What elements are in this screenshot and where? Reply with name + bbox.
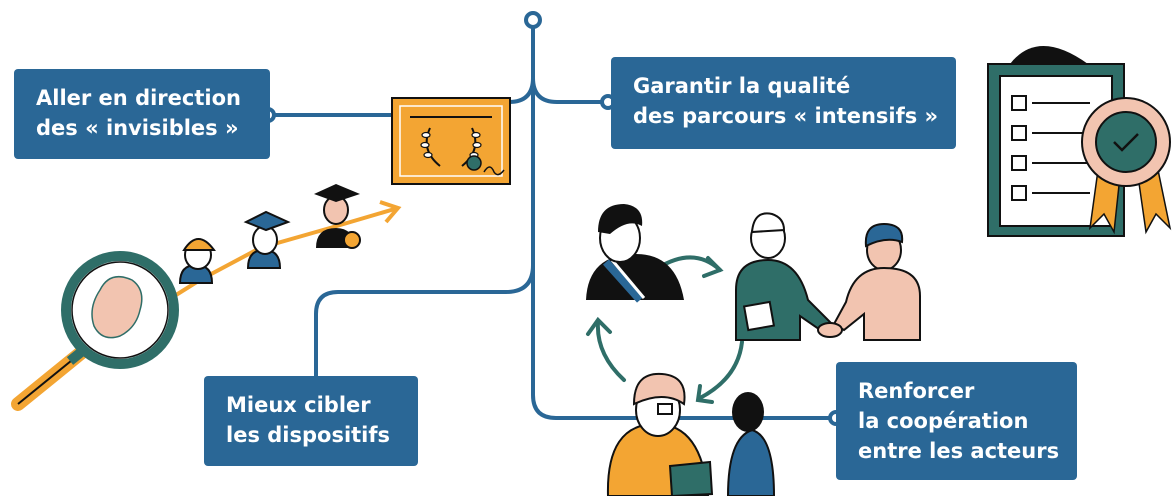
label-box-invisibles: Aller en direction des « invisibles » [14,69,270,159]
checklist-award-icon [987,46,1172,237]
label-line: des parcours « intensifs » [633,104,939,128]
label-line: des « invisibles » [36,116,239,140]
label-line: la coopération [858,409,1029,433]
label-line: Renforcer [858,379,975,403]
label-box-cooperation: Renforcer la coopération entre les acteu… [836,362,1077,480]
graduates-progression-icon [158,184,402,307]
label-line: Aller en direction [36,86,241,110]
top-node [524,11,542,29]
cycle-arrows-icon [586,255,744,404]
magnifying-glass-icon [11,251,179,411]
label-box-cibler: Mieux cibler les dispositifs [204,376,418,466]
connector-lines [266,26,838,420]
label-line: entre les acteurs [858,439,1060,463]
label-line: les dispositifs [226,423,391,447]
label-box-qualite: Garantir la qualité des parcours « inten… [611,57,956,149]
handshake-icon [735,212,921,341]
official-icon [586,204,684,303]
label-line: Garantir la qualité [633,74,851,98]
counselor-icon [606,372,776,496]
diploma-icon [391,97,511,185]
label-line: Mieux cibler [226,393,371,417]
